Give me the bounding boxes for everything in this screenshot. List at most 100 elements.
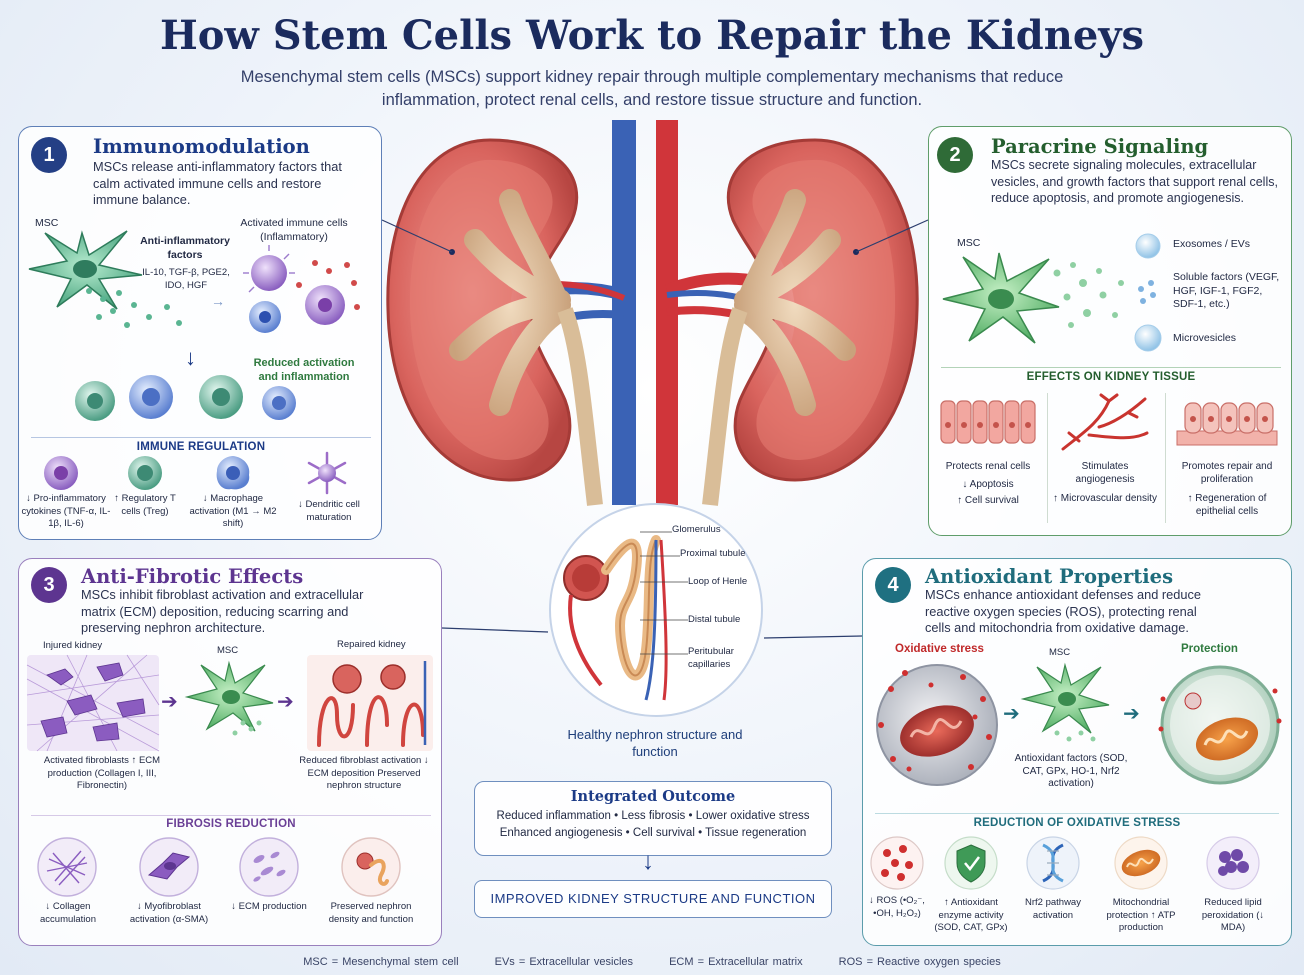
pro-inflammatory-cell-icon [44,456,78,490]
fibrosis-item-label: ↓ Collagen accumulation [40,901,96,925]
label-distal-tubule: Distal tubule [688,614,741,625]
label-peritubular-capillaries: Peritubular capillaries [688,646,734,670]
panel-title: Immunomodulation [93,135,310,158]
arrow-right-icon: ➔ [1003,703,1020,725]
panel-immunomodulation: 1 Immunomodulation MSCs release anti-inf… [18,126,382,540]
regulatory-t-cell-icon [128,456,162,490]
immune-item-label: ↓ Dendritic cell maturation [298,499,360,523]
soluble-factors-label: Soluble factors (VEGF, HGF, IGF-1, FGF2,… [1173,271,1280,310]
exosomes-label: Exosomes / EVs [1173,238,1251,250]
panel-paracrine-signaling: 2 Paracrine Signaling MSCs secrete signa… [928,126,1292,536]
section-divider [941,367,1281,368]
label-loop-of-henle: Loop of Henle [688,576,748,587]
reduced-activation-label: Reduced activation and inflammation [253,357,355,383]
activated-fibroblasts-icon [26,654,160,752]
factors-list: IL-10, TGF-β, PGE2, IDO, HGF [142,267,230,291]
oxidative-item-label: Reduced lipid peroxidation (↓ MDA) [1201,897,1265,933]
msc-label: MSC [1049,647,1071,658]
microvesicle-icon [1134,324,1162,352]
footer-abbreviation: ECM = Extracellular matrix [669,956,803,968]
nephron-illustration [549,503,763,717]
effect-title: Promotes repair and proliferation [1181,461,1273,485]
exosome-icon [1135,233,1161,259]
blood-vessels-icon [1061,393,1149,451]
msc-cell-icon [184,660,274,736]
panel-description: MSCs secrete signaling molecules, extrac… [991,158,1278,205]
myofibroblast-icon [139,837,199,897]
effect-detail: ↓ Apoptosis [962,479,1014,490]
section-heading: REDUCTION OF OXIDATIVE STRESS [973,817,1181,829]
antioxidant-factors-label: Antioxidant factors (SOD, CAT, GPx, HO-1… [1014,753,1128,789]
section-heading: FIBROSIS REDUCTION [166,818,296,830]
epithelium-icon [1176,402,1278,446]
dendritic-cell-icon [307,451,347,495]
nephron-pointer-lines [640,531,688,655]
column-divider [1047,393,1048,523]
msc-label: MSC [957,237,981,249]
lipid-icon [1206,836,1260,890]
footer-abbreviation: ROS = Reactive oxygen species [838,956,1001,968]
section-heading: IMMUNE REGULATION [136,441,266,453]
panel-number-badge: 3 [31,567,67,603]
fibrosis-item-label: Preserved nephron density and function [328,901,414,925]
calm-immune-cells-icon [75,375,296,421]
immune-item-label: ↓ Macrophage activation (M1 → M2 shift) [189,493,277,529]
oxidative-item-label: Mitochondrial protection ↑ ATP productio… [1106,897,1176,933]
right-kidney [702,138,919,506]
label-proximal-tubule: Proximal tubule [680,548,746,559]
arrow-right-icon: → [211,293,225,309]
activated-fibroblasts-label: Activated fibroblasts ↑ ECM production (… [43,755,161,791]
panel-antioxidant-properties: 4 Antioxidant Properties MSCs enhance an… [862,558,1292,946]
msc-label: MSC [217,645,239,656]
immune-item-label: ↑ Regulatory T cells (Treg) [114,493,176,517]
oxidative-item-label: Nrf2 pathway activation [1025,897,1081,921]
effect-detail: ↑ Regeneration of epithelial cells [1187,493,1267,517]
section-divider [875,813,1279,814]
label-glomerulus: Glomerulus [672,524,721,535]
activated-immune-label: Activated immune cells (Inflammatory) [240,217,348,243]
panel-title: Paracrine Signaling [991,135,1209,158]
page-title: How Stem Cells Work to Repair the Kidney… [159,12,1145,59]
improved-function-text: IMPROVED KIDNEY STRUCTURE AND FUNCTION [490,891,816,906]
page-subtitle: Mesenchymal stem cells (MSCs) support ki… [240,68,1064,109]
nephron-icon [341,837,401,897]
secreted-particles [1053,262,1124,328]
panel-number-badge: 1 [31,137,67,173]
msc-label: MSC [35,217,59,229]
dna-icon [1026,836,1080,890]
panel-number-badge: 2 [937,137,973,173]
ecm-icon [239,837,299,897]
repaired-kidney-label: Repaired kidney [337,639,406,650]
arrow-right-icon: ➔ [1123,703,1140,725]
reduced-fibroblast-label: Reduced fibroblast activation ↓ ECM depo… [299,755,429,791]
repaired-kidney-icon [307,655,433,751]
improved-function-box: IMPROVED KIDNEY STRUCTURE AND FUNCTION [474,880,832,918]
oxidative-stress-label: Oxidative stress [895,643,984,655]
effect-detail: ↑ Cell survival [957,495,1019,506]
arrow-down-icon: ↓ [642,848,654,875]
section-divider [31,815,431,816]
msc-cell-icon [1020,662,1110,742]
outcome-line-2: Enhanced angiogenesis • Cell survival • … [499,827,807,839]
arrow-down-icon: ↓ [185,345,196,370]
left-kidney [386,138,603,506]
footer-abbreviation: EVs = Extracellular vesicles [494,956,634,968]
column-divider [1165,393,1166,523]
factors-label: Anti-inflammatory factors [140,235,230,261]
arrow-right-icon: ➔ [277,691,294,713]
panel-description: MSCs enhance antioxidant defenses and re… [925,587,1202,635]
factor-particles [86,288,182,328]
msc-cell-icon [942,252,1060,344]
oxidative-item-label: ↑ Antioxidant enzyme activity (SOD, CAT,… [934,897,1008,933]
msc-cell-icon [28,230,143,310]
outcome-title: Integrated Outcome [570,788,736,805]
section-divider [31,437,371,438]
macrophage-icon [216,456,250,490]
panel-title: Anti-Fibrotic Effects [81,565,304,588]
footer-abbreviation: MSC = Mesenchymal stem cell [303,956,459,968]
fibrosis-item-label: ↓ ECM production [231,901,307,912]
microvesicles-label: Microvesicles [1173,332,1237,344]
effect-title: Protects renal cells [945,461,1031,472]
arrow-right-icon: ➔ [161,691,178,713]
renal-cells-icon [940,400,1036,444]
